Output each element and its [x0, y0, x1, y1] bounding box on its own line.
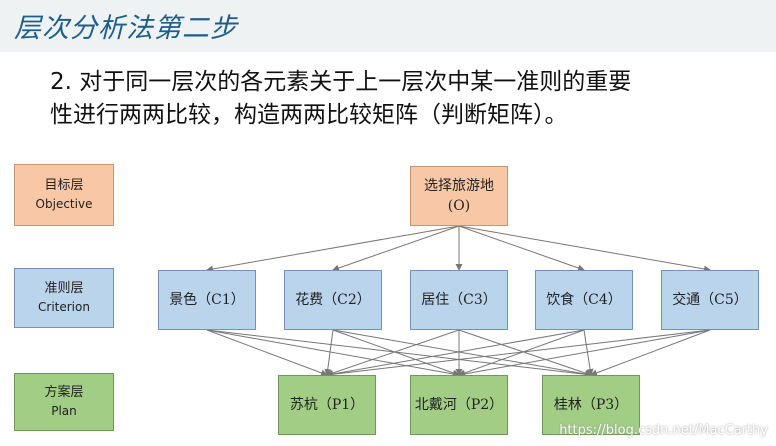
- description-line-1: 2. 对于同一层次的各元素关于上一层次中某一准则的重要: [50, 69, 632, 95]
- criterion-node-c2: 花费（C2）: [284, 270, 382, 330]
- objective-layer-en: Objective: [35, 197, 93, 211]
- criterion-c3-label: 居住（C3）: [421, 292, 497, 308]
- edge-c4-to-p3: [583, 329, 594, 376]
- description-line-2: 性进行两两比较，构造两两比较矩阵（判断矩阵）。: [50, 102, 568, 128]
- title-bar: 层次分析法第二步: [0, 0, 776, 52]
- watermark: https://blog.csdn.net/MacCarthy: [559, 423, 768, 438]
- plan-node-p1: 苏杭（P1）: [278, 375, 376, 435]
- plan-node-p3: 桂林（P3）: [542, 375, 640, 435]
- edge-c3-to-p1: [326, 329, 460, 377]
- plan-layer-en: Plan: [51, 404, 77, 418]
- plan-p1-label: 苏杭（P1）: [289, 397, 365, 413]
- edge-c2-to-p3: [332, 329, 592, 378]
- edge-c5-to-p2: [458, 329, 711, 378]
- objective-layer-zh: 目标层: [44, 178, 84, 193]
- edge-c3-to-p3: [458, 329, 592, 377]
- criterion-node-c3: 居住（C3）: [410, 270, 508, 330]
- criterion-c4-label: 饮食（C4）: [546, 292, 622, 308]
- plan-layer-zh: 方案层: [44, 385, 84, 400]
- criterion-layer-label: 准则层 Criterion: [14, 268, 114, 328]
- page-title: 层次分析法第二步: [14, 13, 238, 44]
- objective-layer-label: 目标层 Objective: [14, 164, 114, 226]
- criterion-layer-zh: 准则层: [44, 281, 84, 296]
- edge-c1-to-p1: [206, 329, 328, 377]
- criterion-layer-en: Criterion: [38, 300, 90, 314]
- plan-p2-label: 北戴河（P2）: [414, 397, 504, 413]
- edge-c2-to-p2: [332, 329, 460, 377]
- edge-c5-to-p1: [326, 329, 711, 378]
- description-text: 2. 对于同一层次的各元素关于上一层次中某一准则的重要 性进行两两比较，构造两两…: [50, 66, 750, 132]
- edge-goal-to-c5: [458, 225, 711, 273]
- edge-c5-to-p3: [590, 329, 711, 377]
- goal-label: 选择旅游地: [424, 178, 494, 194]
- criterion-c1-label: 景色（C1）: [169, 292, 245, 308]
- goal-code: (O): [447, 198, 471, 214]
- edge-goal-to-c1: [206, 225, 460, 273]
- goal-node: 选择旅游地 (O): [410, 166, 508, 226]
- criterion-c5-label: 交通（C5）: [672, 292, 748, 308]
- edge-c4-to-p1: [326, 329, 585, 378]
- edge-c1-to-p2: [206, 329, 460, 378]
- edge-c2-to-p1: [324, 329, 334, 376]
- criterion-node-c1: 景色（C1）: [158, 270, 256, 330]
- edge-c1-to-p3: [206, 329, 592, 378]
- edge-goal-to-c4: [458, 225, 585, 272]
- criterion-c2-label: 花费（C2）: [295, 292, 371, 308]
- plan-p3-label: 桂林（P3）: [553, 397, 629, 413]
- criterion-node-c5: 交通（C5）: [661, 270, 759, 330]
- plan-layer-label: 方案层 Plan: [14, 373, 114, 431]
- plan-node-p2: 北戴河（P2）: [410, 375, 508, 435]
- criterion-node-c4: 饮食（C4）: [535, 270, 633, 330]
- edge-goal-to-c2: [332, 225, 460, 272]
